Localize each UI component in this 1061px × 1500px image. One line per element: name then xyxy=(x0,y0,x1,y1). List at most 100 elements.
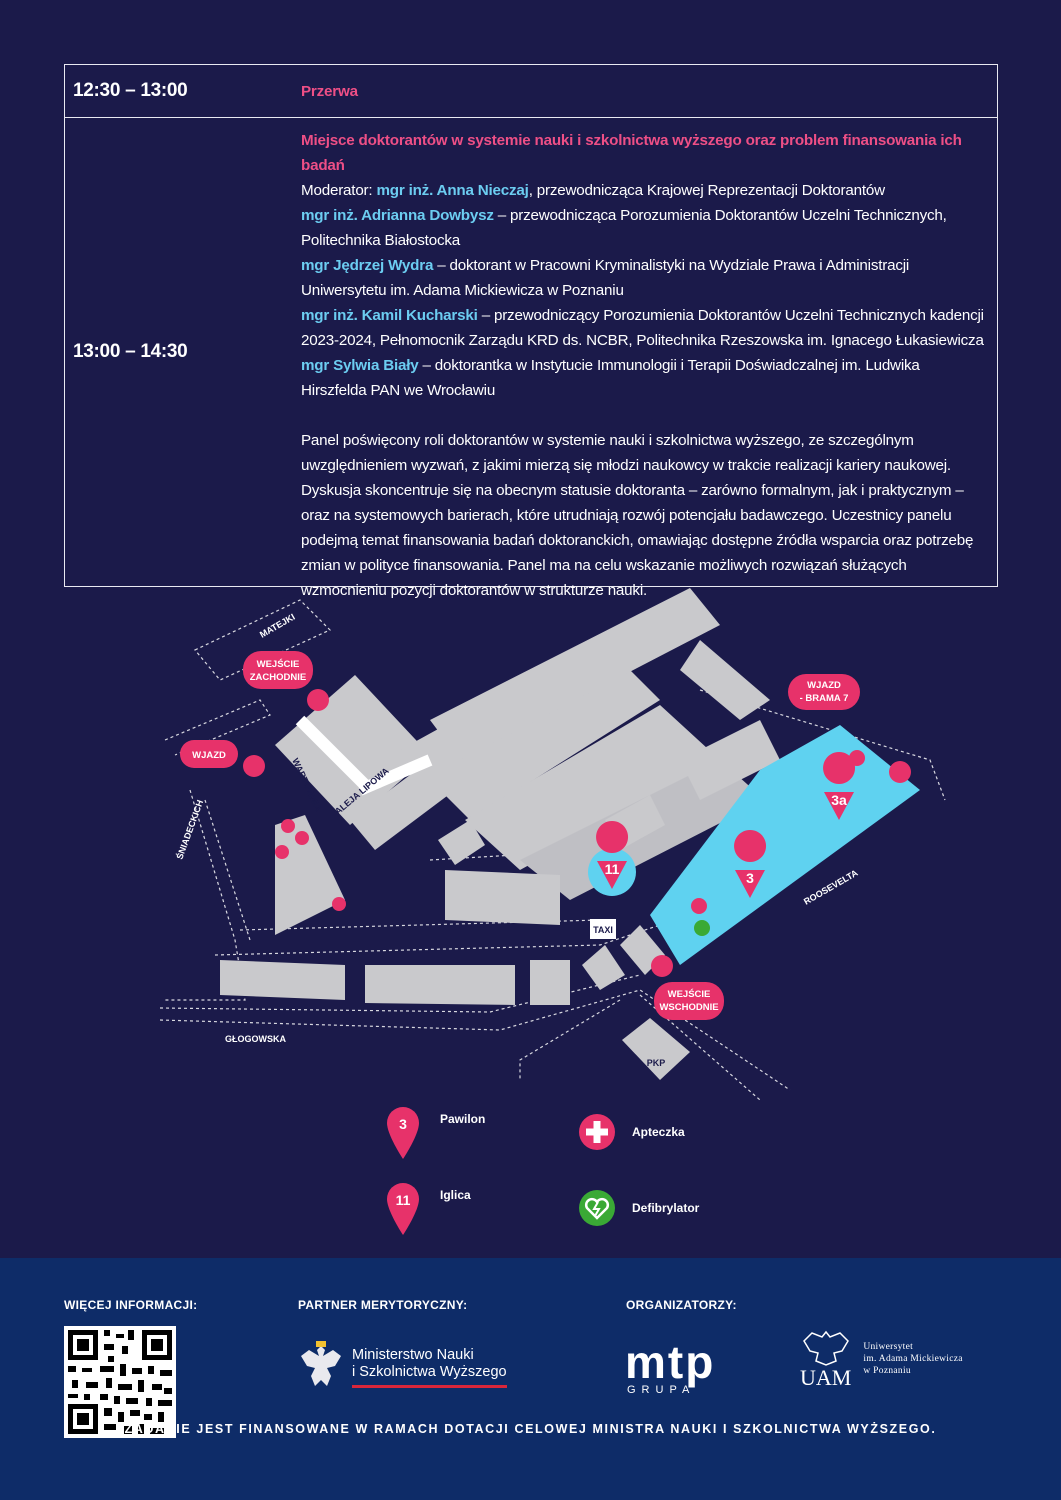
first-aid-icon xyxy=(691,898,707,914)
mtp-logo-sub: GRUPA xyxy=(627,1384,696,1396)
speaker-name: mgr inż. Kamil Kucharski xyxy=(301,307,478,324)
map-label-wejscie-wschodnie: WEJŚCIE WSCHODNIE xyxy=(654,982,724,1020)
map-label-wjazd: WJAZD xyxy=(180,740,238,768)
ministry-line: Ministerstwo Nauki xyxy=(352,1346,474,1363)
moderator-desc: , przewodnicząca Krajowej Reprezentacji … xyxy=(528,182,885,199)
entrance-icon xyxy=(889,761,911,783)
building xyxy=(438,820,485,865)
building xyxy=(430,588,720,760)
first-aid-icon xyxy=(579,1114,615,1150)
defibrillator-icon xyxy=(694,920,710,936)
speaker-desc: – doktorantka w Instytucie Immunologii i… xyxy=(301,357,920,399)
svg-text:3a: 3a xyxy=(831,792,847,808)
ministry-logo: Ministerstwo Nauki i Szkolnictwa Wyższeg… xyxy=(298,1340,507,1394)
legend-label: Defibrylator xyxy=(632,1201,700,1215)
svg-text:TAXI: TAXI xyxy=(593,925,613,935)
pin-icon: 3 xyxy=(387,1107,419,1159)
pavilion-3-area xyxy=(650,725,920,965)
schedule-row-panel: 13:00 – 14:30 Miejsce doktorantów w syst… xyxy=(65,118,997,599)
uam-line: im. Adama Mickiewicza xyxy=(863,1354,963,1364)
building xyxy=(365,965,515,1005)
aleja-lipowa-path xyxy=(295,715,375,795)
buildings xyxy=(220,588,780,1080)
entrance-arrows xyxy=(243,689,911,977)
speaker-desc: – przewodnicząca Porozumienia Doktorantó… xyxy=(301,207,947,249)
uam-line: Uniwersytet xyxy=(863,1342,914,1352)
svg-text:ZACHODNIE: ZACHODNIE xyxy=(250,672,306,683)
footer: WIĘCEJ INFORMACJI: PARTNER MERYTORYCZNY:… xyxy=(0,1258,1061,1500)
street-label-roosevelta: ROOSEVELTA xyxy=(802,867,860,906)
panel-description: Panel poświęcony roli doktorantów w syst… xyxy=(301,432,974,599)
entrance-icon xyxy=(281,819,295,833)
map-label-wejscie-zachodnie: WEJŚCIE ZACHODNIE xyxy=(243,651,313,689)
session-content: Miejsce doktorantów w systemie nauki i s… xyxy=(291,118,997,599)
map-pins: 3a 3 11 xyxy=(596,752,856,898)
moderator-line: Moderator: mgr inż. Anna Nieczaj, przewo… xyxy=(301,178,987,203)
entrance-icon xyxy=(295,831,309,845)
building xyxy=(465,705,720,870)
legend-pawilon: 3 Pawilon xyxy=(385,1105,485,1161)
organizers-heading: ORGANIZATORZY: xyxy=(626,1298,737,1312)
ministry-line: i Szkolnictwa Wyższego xyxy=(352,1363,507,1380)
map-legend: 3 Pawilon 11 Iglica Apteczka Defibrylato… xyxy=(385,1105,805,1245)
svg-text:3: 3 xyxy=(399,1116,407,1132)
svg-text:WSCHODNIE: WSCHODNIE xyxy=(659,1002,718,1013)
mtp-logo-text: mtp xyxy=(625,1336,716,1388)
uam-eagle-icon xyxy=(802,1330,849,1366)
legend-label: Pawilon xyxy=(440,1112,486,1126)
legend-apteczka: Apteczka xyxy=(578,1113,685,1151)
svg-text:WJAZD: WJAZD xyxy=(192,750,226,761)
speaker-name: mgr Sylwia Biały xyxy=(301,357,419,374)
speaker-line: mgr inż. Adrianna Dowbysz – przewodniczą… xyxy=(301,203,987,253)
svg-text:WJAZD: WJAZD xyxy=(807,680,841,691)
session-title: Przerwa xyxy=(301,82,358,100)
entrance-icon xyxy=(332,897,346,911)
speaker-line: mgr Jędrzej Wydra – doktorant w Pracowni… xyxy=(301,253,987,303)
speaker-desc: – doktorant w Pracowni Kryminalistyki na… xyxy=(301,257,910,299)
defibrillator-icon xyxy=(579,1190,615,1226)
building xyxy=(445,870,560,925)
speaker-line: mgr inż. Kamil Kucharski – przewodnicząc… xyxy=(301,303,987,353)
speaker-line: mgr Sylwia Biały – doktorantka w Instytu… xyxy=(301,353,987,403)
pin-11 xyxy=(596,821,629,889)
building xyxy=(680,640,770,720)
legend-iglica: 11 Iglica xyxy=(385,1181,471,1237)
speaker-name: mgr Jędrzej Wydra xyxy=(301,257,434,274)
building xyxy=(582,945,625,990)
street-label-matejki: MATEJKI xyxy=(258,612,297,640)
svg-text:WEJŚCIE: WEJŚCIE xyxy=(257,658,300,670)
building xyxy=(680,720,780,800)
mtp-logo: mtp GRUPA xyxy=(625,1336,716,1396)
more-info-heading: WIĘCEJ INFORMACJI: xyxy=(64,1298,198,1312)
venue-map: MATEJKI ŚNIADECKICH GŁOGOWSKA ROOSEVELTA… xyxy=(159,588,946,1101)
entrance-icon xyxy=(651,955,673,977)
time-slot: 12:30 – 13:00 xyxy=(73,80,188,101)
building xyxy=(220,960,345,1000)
time-slot: 13:00 – 14:30 xyxy=(73,341,188,362)
moderator-name: mgr inż. Anna Nieczaj xyxy=(376,182,529,199)
qr-code[interactable] xyxy=(64,1326,176,1438)
ministry-name: Ministerstwo Nauki i Szkolnictwa Wyższeg… xyxy=(352,1347,507,1388)
moderator-prefix: Moderator: xyxy=(301,182,377,199)
partner-heading: PARTNER MERYTORYCZNY: xyxy=(298,1298,468,1312)
uam-line: w Poznaniu xyxy=(863,1366,911,1376)
pin-3a xyxy=(823,752,856,820)
map-label-wjazd-brama: WJAZD - BRAMA 7 xyxy=(788,674,860,710)
speaker-name: mgr inż. Adrianna Dowbysz xyxy=(301,207,494,224)
svg-text:11: 11 xyxy=(396,1192,411,1208)
first-aid-icons xyxy=(691,750,865,936)
uam-logo-text: UAM xyxy=(800,1365,852,1390)
taxi-label: TAXI xyxy=(590,919,616,939)
svg-text:- BRAMA 7: - BRAMA 7 xyxy=(800,693,849,704)
entrance-icon xyxy=(275,845,289,859)
pkp-label: PKP xyxy=(647,1058,666,1068)
legend-defibrylator: Defibrylator xyxy=(578,1189,699,1227)
uam-name: Uniwersytet im. Adama Mickiewicza w Pozn… xyxy=(863,1341,962,1377)
building xyxy=(275,815,345,935)
building xyxy=(275,675,430,825)
legend-label: Iglica xyxy=(440,1188,471,1202)
legend-label: Apteczka xyxy=(632,1125,685,1139)
schedule-row-break: 12:30 – 13:00 Przerwa xyxy=(65,65,997,118)
schedule-table: 12:30 – 13:00 Przerwa 13:00 – 14:30 Miej… xyxy=(64,64,998,599)
entrance-icon xyxy=(243,755,265,777)
